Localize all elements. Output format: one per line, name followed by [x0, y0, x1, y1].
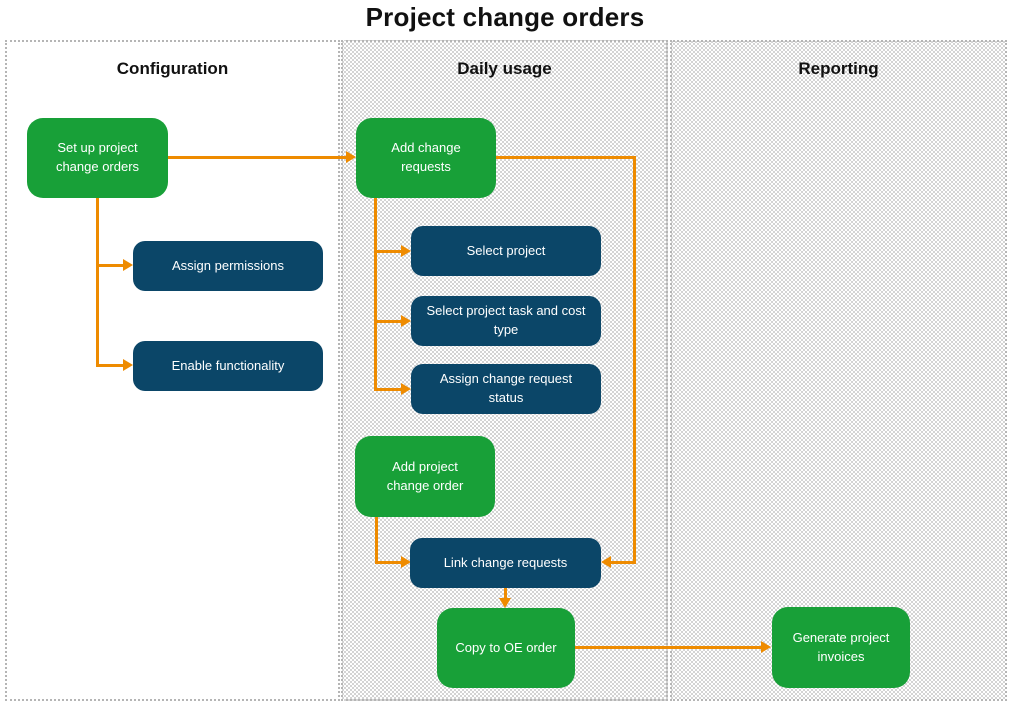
arrow-link-to-copy-line	[504, 588, 507, 600]
arrow-setup-to-add-change-requests-line	[168, 156, 346, 159]
node-select-project-task-and-cost-type[interactable]: Select project task and cost type	[411, 296, 601, 346]
arrow-pco-to-link-head-icon	[401, 556, 411, 568]
arrow-setup-branch-line	[96, 198, 99, 367]
arrow-setup-to-add-change-requests-head-icon	[346, 151, 356, 163]
arrow-pco-to-link-vertical-line	[375, 517, 378, 564]
panel-reporting-title: Reporting	[798, 59, 879, 78]
arrow-link-to-copy-head-icon	[499, 598, 511, 608]
arrow-acr-to-link-vertical-line	[633, 156, 636, 564]
panel-reporting: Reporting	[670, 40, 1007, 701]
node-enable-functionality[interactable]: Enable functionality	[133, 341, 323, 391]
arrow-acr-to-assign-status-head-icon	[401, 383, 411, 395]
arrow-setup-to-enable-functionality-line	[96, 364, 124, 367]
node-add-project-change-order[interactable]: Add project change order	[355, 436, 495, 517]
arrow-copy-to-invoices-head-icon	[761, 641, 771, 653]
panel-configuration-title: Configuration	[116, 59, 229, 78]
arrow-acr-to-assign-status-line	[374, 388, 402, 391]
arrow-acr-to-link-head-icon	[601, 556, 611, 568]
arrow-copy-to-invoices-line	[575, 646, 762, 649]
arrow-pco-to-link-horizontal-line	[375, 561, 402, 564]
arrow-acr-to-select-task-cost-head-icon	[401, 315, 411, 327]
node-select-project[interactable]: Select project	[411, 226, 601, 276]
node-link-change-requests[interactable]: Link change requests	[410, 538, 601, 588]
page-title: Project change orders	[365, 2, 645, 32]
arrow-setup-to-assign-permissions-line	[96, 264, 124, 267]
node-set-up-project-change-orders[interactable]: Set up project change orders	[27, 118, 168, 198]
node-assign-permissions[interactable]: Assign permissions	[133, 241, 323, 291]
node-generate-project-invoices[interactable]: Generate project invoices	[772, 607, 910, 688]
panel-daily-usage-title: Daily usage	[457, 59, 552, 78]
arrow-acr-to-link-bottom-line	[610, 561, 636, 564]
arrow-setup-to-enable-functionality-head-icon	[123, 359, 133, 371]
node-assign-change-request-status[interactable]: Assign change request status	[411, 364, 601, 414]
arrow-acr-branch-line	[374, 198, 377, 390]
node-add-change-requests[interactable]: Add change requests	[356, 118, 496, 198]
arrow-setup-to-assign-permissions-head-icon	[123, 259, 133, 271]
arrow-acr-to-link-top-line	[496, 156, 636, 159]
arrow-acr-to-select-project-line	[374, 250, 402, 253]
arrow-acr-to-select-task-cost-line	[374, 320, 402, 323]
arrow-acr-to-select-project-head-icon	[401, 245, 411, 257]
node-copy-to-oe-order[interactable]: Copy to OE order	[437, 608, 575, 688]
